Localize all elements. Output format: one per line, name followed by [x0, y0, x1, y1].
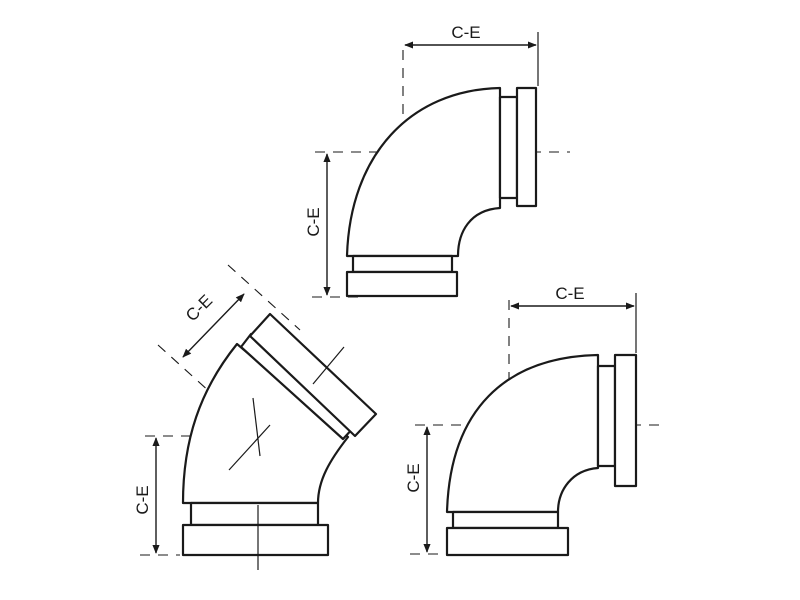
groove-end-bottom [451, 510, 560, 530]
elbow-body [181, 342, 350, 505]
groove-end-bottom [351, 254, 454, 274]
dimension-label: C-E [404, 463, 423, 492]
flange-right [515, 86, 538, 208]
axis-mark [312, 346, 345, 385]
groove-end-right [596, 364, 617, 468]
elbow-90-right: C-E C-E [404, 284, 665, 557]
elbow-45-left: C-E C-E [133, 264, 378, 570]
dimension-label: C-E [304, 207, 323, 236]
flange-bottom [181, 523, 330, 557]
flange-upper [248, 312, 378, 438]
flange-bottom [445, 526, 570, 557]
flange-right [613, 353, 638, 488]
groove-end-right [498, 95, 519, 200]
extension-line-diagonal [227, 264, 301, 331]
dimension-label: C-E [451, 23, 480, 42]
flange-bottom [345, 270, 459, 298]
axis-mark [228, 424, 271, 471]
dimension-label: C-E [133, 485, 152, 514]
groove-end-bottom [189, 501, 320, 527]
elbow-body [445, 353, 600, 514]
elbow-90-top: C-E C-E [304, 23, 570, 300]
dimension-label: C-E [182, 291, 216, 325]
dimension-label: C-E [555, 284, 584, 303]
elbow-body [345, 86, 502, 258]
axis-mark [252, 397, 261, 457]
dimension-arrow-diagonal [182, 293, 245, 358]
